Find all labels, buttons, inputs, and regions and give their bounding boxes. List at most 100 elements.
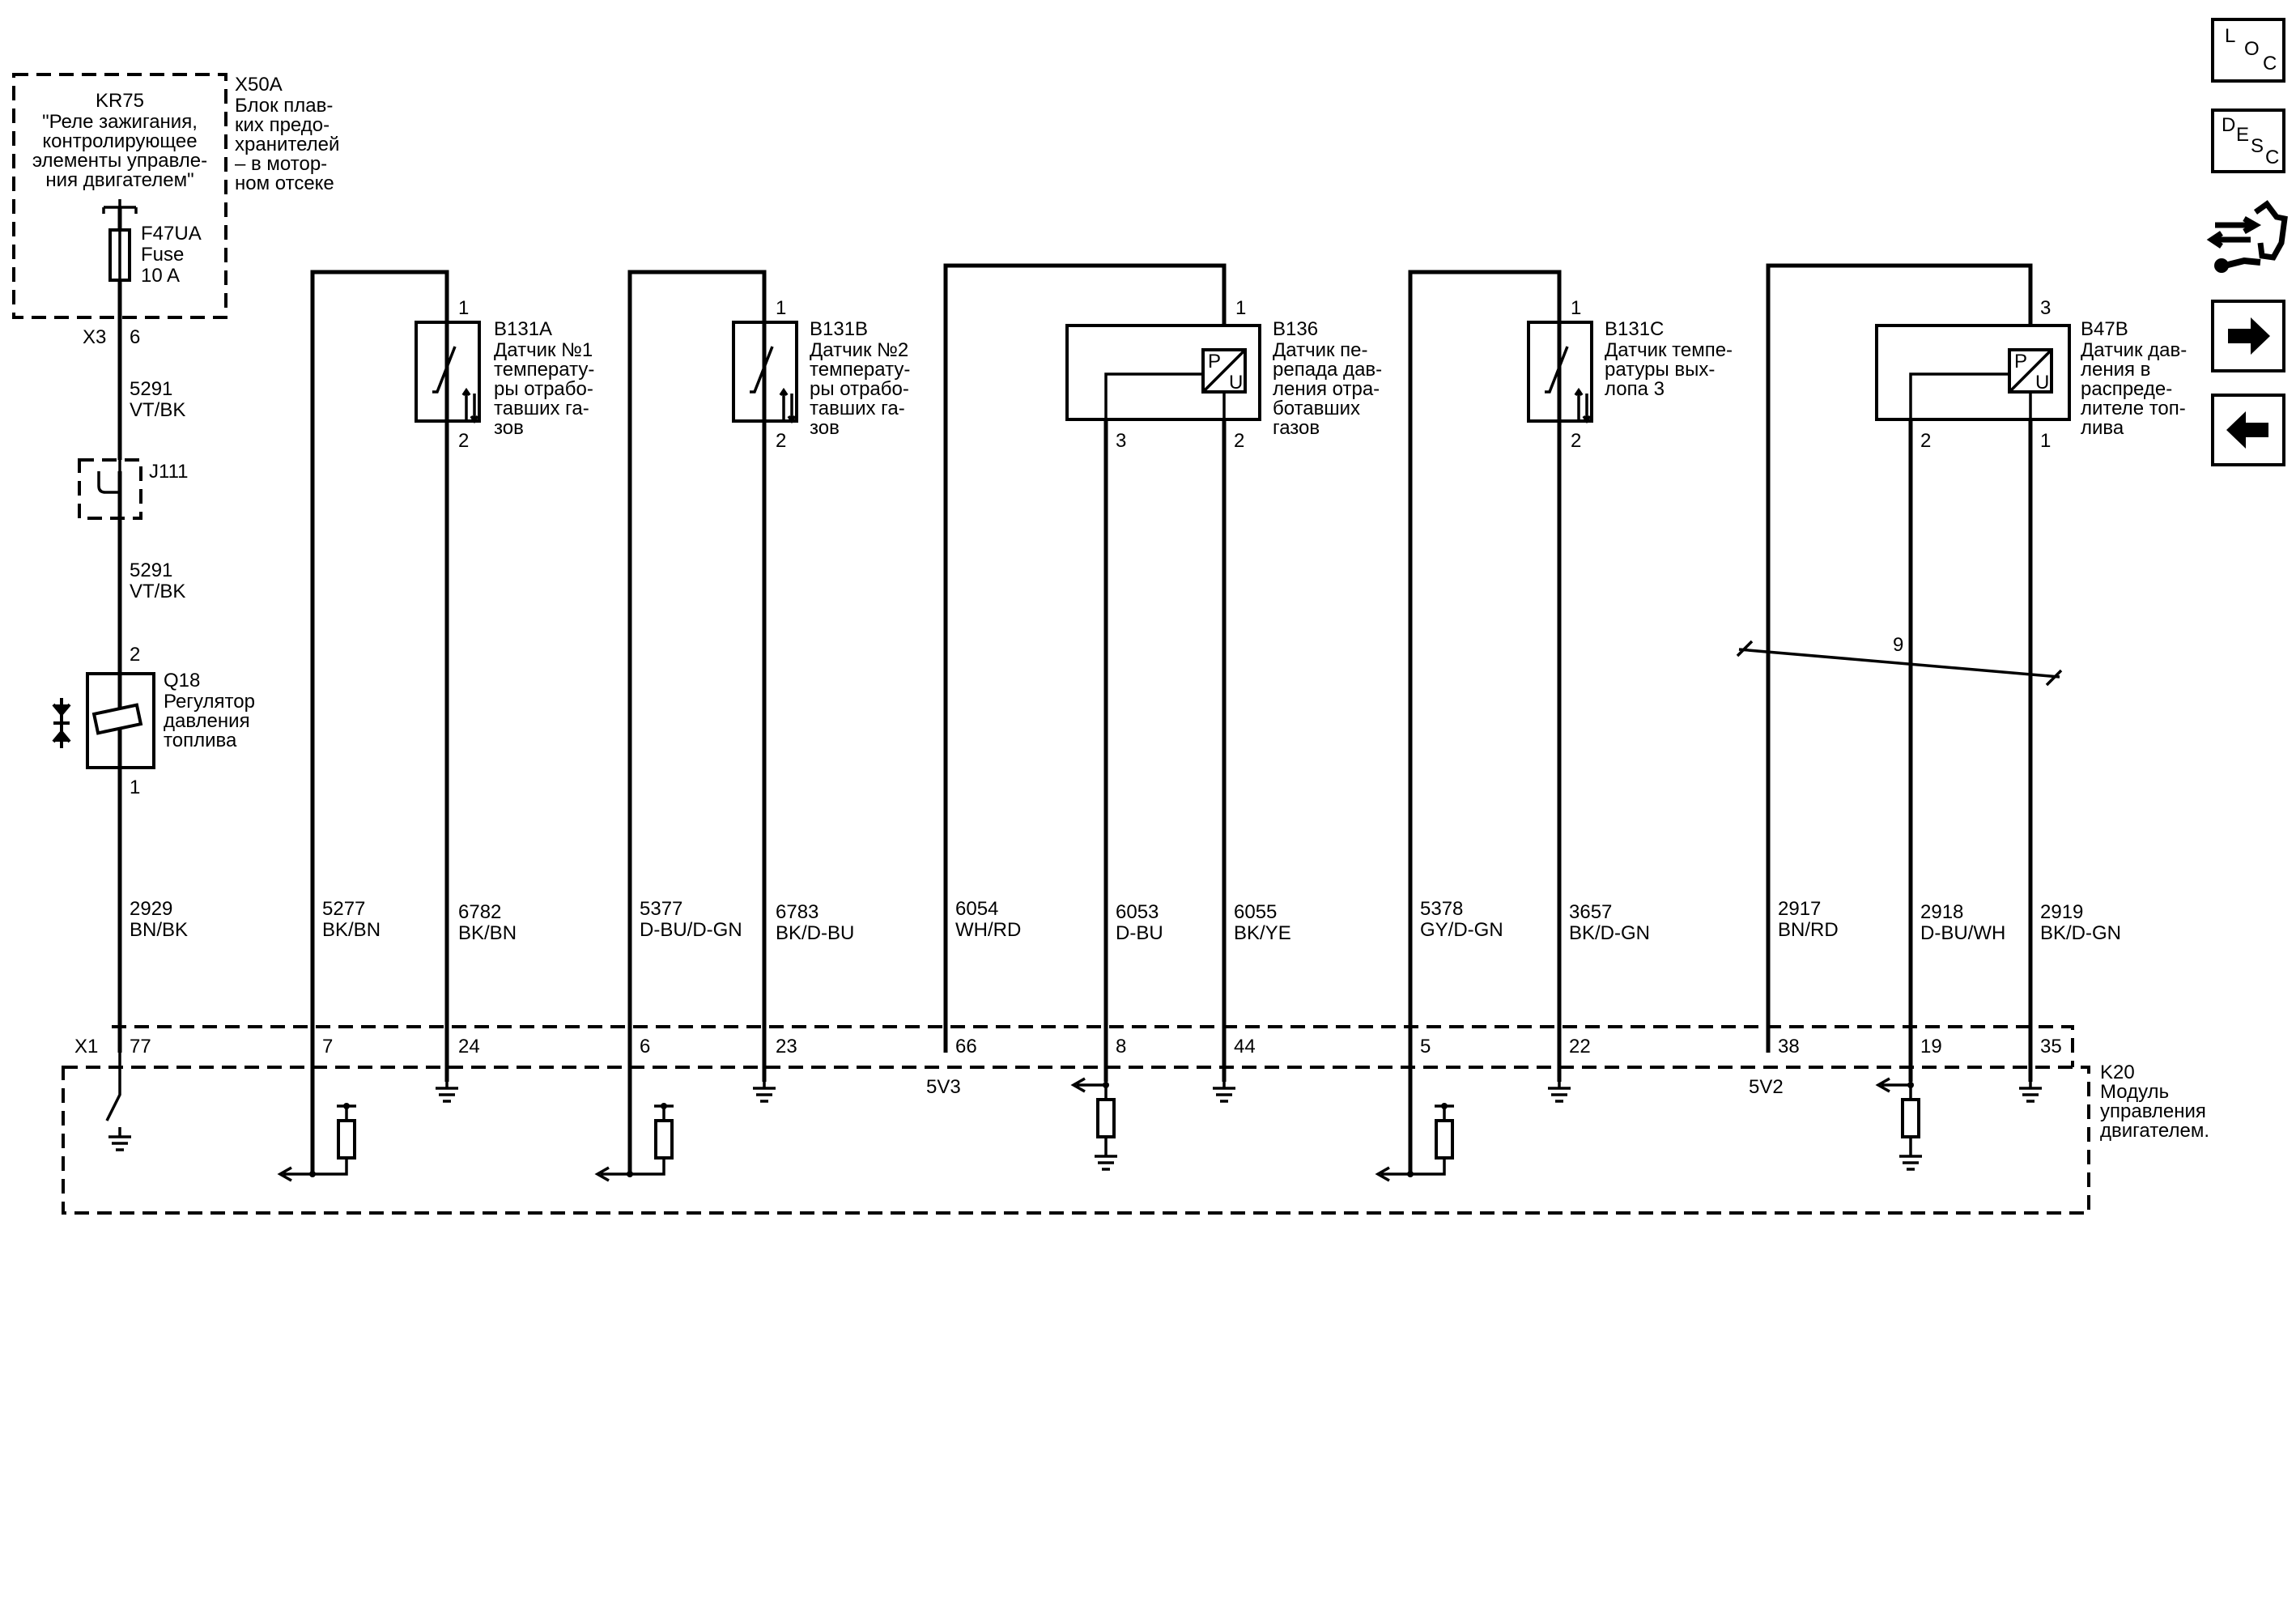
arrow-left-icon[interactable]	[2211, 394, 2285, 466]
arrow-right-icon[interactable]	[2211, 300, 2285, 372]
connector-x1: X1	[74, 1036, 98, 1057]
fuse-id: F47UA	[141, 223, 202, 245]
loc-icon[interactable]: L O C	[2211, 18, 2285, 83]
module-pin: 5	[1420, 1036, 1431, 1057]
internal-pullups	[277, 1103, 1454, 1182]
relay-name-line: ния двигателем"	[45, 169, 193, 191]
module-pin: 35	[2040, 1036, 2062, 1057]
ground-icon	[1548, 1082, 1571, 1103]
pin-label: 1	[2040, 430, 2051, 452]
sensor-name-line: Датчик №1	[494, 339, 593, 361]
regulator-name-line: давления	[164, 710, 250, 732]
fuel-regulator-circuit: X3 6 5291 VT/BK J111 5291 VT/BK 2 Q18 Ре…	[52, 317, 255, 1053]
sensor-name-line: Датчик пе-	[1273, 339, 1367, 361]
pin-label: 3	[1116, 430, 1126, 452]
fuse-block-name-line: ких предо-	[235, 114, 330, 136]
splice-box	[78, 458, 142, 520]
sensor-symbol-p: P	[2014, 351, 2027, 372]
desc-letter-e: E	[2236, 124, 2249, 146]
wire-number: 5277	[322, 898, 365, 920]
internal-pulldowns	[1070, 1077, 1922, 1171]
sensor-name-line: ления в	[2081, 359, 2150, 381]
wire-number: 2919	[2040, 901, 2083, 923]
module-id: K20	[2100, 1062, 2135, 1083]
wire-color: BK/D-GN	[2040, 922, 2121, 944]
sensor-symbol-u: U	[2035, 372, 2049, 394]
sensor-name-line: зов	[494, 417, 524, 439]
module-pin: 66	[955, 1036, 977, 1057]
module-name-line: Модуль	[2100, 1081, 2169, 1103]
wire-color: D-BU/D-GN	[640, 919, 742, 941]
ground-icon	[1213, 1082, 1235, 1103]
pin-label: 2	[458, 430, 469, 452]
sensor-name-line: газов	[1273, 417, 1320, 439]
module-name-line: управления	[2100, 1100, 2206, 1122]
wire-color: BN/BK	[130, 919, 188, 941]
relay-name-line: элементы управле-	[32, 150, 207, 172]
wire-color: BK/BN	[322, 919, 381, 941]
wire-number: 6054	[955, 898, 998, 920]
fuse-symbol	[108, 207, 131, 317]
relay-name-line: "Реле зажигания,	[42, 111, 198, 133]
sensor-name-line: ры отрабо-	[494, 378, 593, 400]
ground-icon	[436, 1082, 458, 1103]
sensor-name-line: зов	[810, 417, 840, 439]
sensor-name-line: ратуры вых-	[1605, 359, 1715, 381]
sensor-name-line: Датчик №2	[810, 339, 908, 361]
pin-label: 1	[1571, 297, 1581, 319]
pin-label: 2	[776, 430, 786, 452]
module-pin: 6	[640, 1036, 650, 1057]
sensor-name-line: тавших га-	[494, 398, 589, 419]
sensor-name-line: тавших га-	[810, 398, 905, 419]
loc-letter-l: L	[2225, 25, 2235, 47]
relay-name-line: контролирующее	[42, 130, 197, 152]
desc-letter-c: C	[2265, 147, 2279, 168]
wire-color: VT/BK	[130, 581, 185, 602]
wire-number: 5291	[130, 378, 172, 400]
fuse-block: KR75 "Реле зажигания, контролирующее эле…	[12, 73, 339, 319]
sensor-b47b: P U 3 2 1 B47B Датчик дав- ления в распр…	[1736, 263, 2187, 1082]
module-pin: 38	[1778, 1036, 1800, 1057]
module-pin: 23	[776, 1036, 797, 1057]
wire-number: 5377	[640, 898, 682, 920]
desc-letter-d: D	[2222, 114, 2235, 136]
fuse-block-name-line: хранителей	[235, 134, 339, 155]
twisted-pair-marker	[1736, 640, 2063, 687]
sensor-symbol-u: U	[1229, 372, 1243, 394]
sensor-name-line: распреде-	[2081, 378, 2172, 400]
engine-control-module: X1 77 K20 Модуль управления двигателем. …	[62, 1025, 2209, 1215]
desc-icon[interactable]: D E S C	[2211, 109, 2285, 173]
module-name-line: двигателем.	[2100, 1120, 2209, 1142]
wire-number: 5378	[1420, 898, 1463, 920]
loc-letter-o: O	[2244, 38, 2260, 60]
sensor-name-line: Датчик дав-	[2081, 339, 2187, 361]
fuse-block-name-line: ном отсеке	[235, 172, 334, 194]
pin-label: 1	[458, 297, 469, 319]
pin-label: 1	[130, 777, 140, 798]
internal-grounds	[436, 1082, 2042, 1103]
ground-icon	[1899, 1137, 1922, 1171]
sensor-name-line: лопа 3	[1605, 378, 1665, 400]
desc-letter-s: S	[2251, 135, 2264, 157]
pin-label: 2	[1234, 430, 1244, 452]
module-pin: 77	[130, 1036, 151, 1057]
sensor-name-line: Датчик темпе-	[1605, 339, 1733, 361]
sensor-name-line: лителе топ-	[2081, 398, 2186, 419]
sensor-name-line: ления отра-	[1273, 378, 1380, 400]
wire-labels: 5277 BK/BN 7 6782 BK/BN 24 5377 D-BU/D-G…	[322, 898, 2121, 1057]
fuse-block-id: X50A	[235, 74, 283, 96]
wire-color: BK/YE	[1234, 922, 1291, 944]
sensor-id: B136	[1273, 318, 1318, 340]
sensor-name-line: температу-	[810, 359, 910, 381]
connector-tool-icon[interactable]	[2206, 198, 2288, 279]
wire-number: 6783	[776, 901, 818, 923]
wire-color: D-BU/WH	[1920, 922, 2005, 944]
sensor-name-line: лива	[2081, 417, 2124, 439]
sensor-b131a: 1 2 B131A Датчик №1 температу- ры отрабо…	[310, 270, 594, 1174]
wire-color: BK/D-BU	[776, 922, 854, 944]
wire-color: BN/RD	[1778, 919, 1839, 941]
connector-x3: X3	[83, 326, 106, 348]
sensor-b136: P U 1 3 2 B136 Датчик пе- репада дав- ле…	[943, 263, 1382, 1082]
